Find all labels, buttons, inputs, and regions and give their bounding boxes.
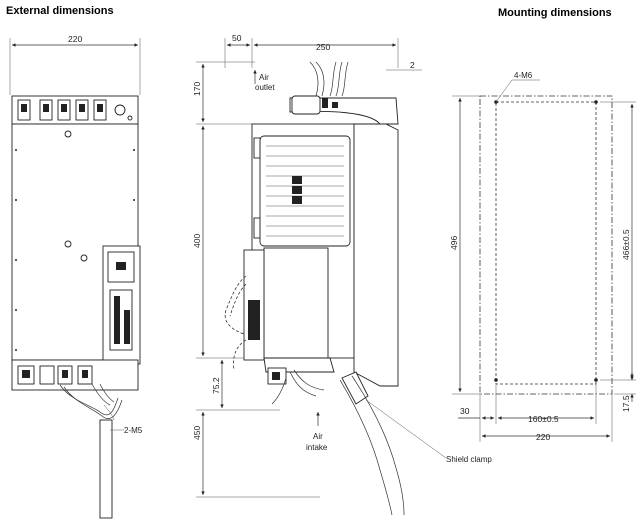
front-view: 220 <box>9 34 143 519</box>
mounting-left-dim: 30 <box>460 406 470 416</box>
air-intake-label-2: intake <box>306 443 328 452</box>
air-outlet-label-1: Air <box>259 73 269 82</box>
mounting-width-dim: 220 <box>536 432 550 442</box>
air-outlet-label-2: outlet <box>255 83 275 92</box>
front-width-dim: 220 <box>68 34 82 44</box>
external-dimensions-heading: External dimensions <box>6 5 114 17</box>
mounting-view: 4-M6 496 466±0.5 17.5 30 160±0.5 220 <box>449 71 636 442</box>
side-view: 50 250 2 170 400 75.2 450 Air outlet <box>192 33 492 516</box>
side-body-dim: 400 <box>192 234 202 248</box>
side-gap-dim: 2 <box>410 60 415 70</box>
cable-screw-label: 2-M5 <box>124 426 143 435</box>
mounting-bottom-dim: 17.5 <box>621 395 631 412</box>
side-offset-dim: 50 <box>232 33 242 43</box>
mounting-height-outer: 496 <box>449 236 459 250</box>
top-terminals <box>17 99 133 121</box>
side-bottom-dim: 450 <box>192 426 202 440</box>
side-top-dim: 170 <box>192 82 202 96</box>
mounting-holes <box>494 100 598 382</box>
air-intake-label-1: Air <box>313 432 323 441</box>
mounting-screw-label: 4-M6 <box>514 71 533 80</box>
mounting-height-inner: 466±0.5 <box>621 229 631 260</box>
side-depth-dim: 250 <box>316 42 330 52</box>
cable-bundle <box>59 383 123 421</box>
side-connector-dim: 75.2 <box>211 377 221 394</box>
heatsink-fins <box>266 145 344 237</box>
mounting-hole-pitch: 160±0.5 <box>528 414 559 424</box>
shield-clamp-label: Shield clamp <box>446 455 492 464</box>
front-screws <box>15 149 135 351</box>
mounting-dimensions-heading: Mounting dimensions <box>498 7 612 19</box>
